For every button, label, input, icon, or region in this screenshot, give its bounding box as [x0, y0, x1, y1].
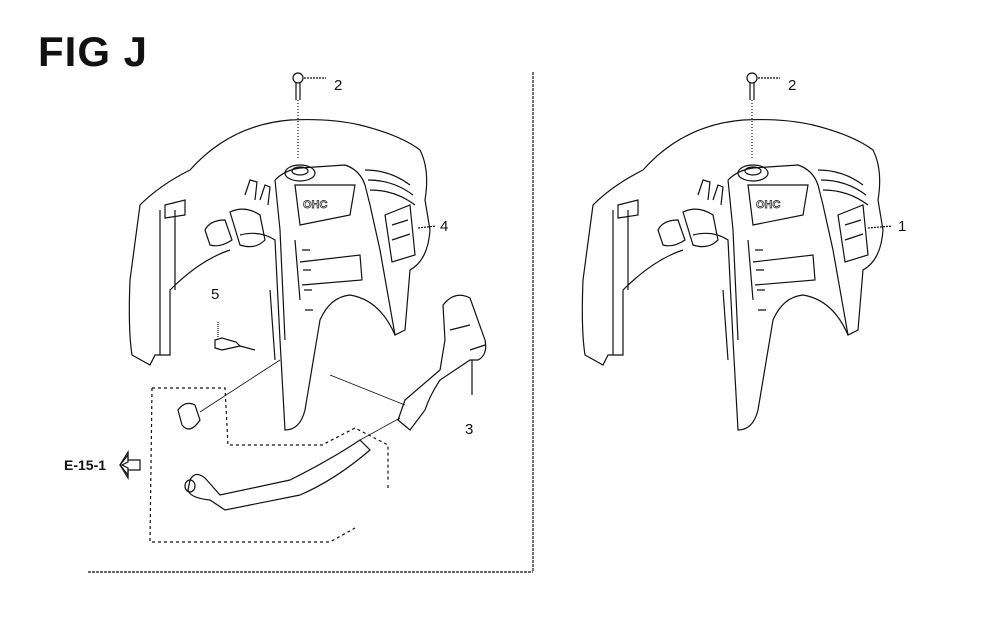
callout-1: 1	[898, 218, 907, 235]
callout-2-left: 2	[334, 77, 343, 94]
callout-5: 5	[211, 286, 220, 303]
right-hardware	[746, 72, 893, 229]
callout-2-right: 2	[788, 77, 797, 94]
engine-cover-right	[581, 118, 884, 431]
callout-3: 3	[465, 421, 474, 438]
engine-cover-left	[128, 118, 431, 431]
reference-label: E-15-1	[64, 457, 107, 473]
left-hardware	[88, 72, 534, 573]
figure-title: FIG J	[38, 28, 149, 75]
callout-4: 4	[440, 218, 449, 235]
